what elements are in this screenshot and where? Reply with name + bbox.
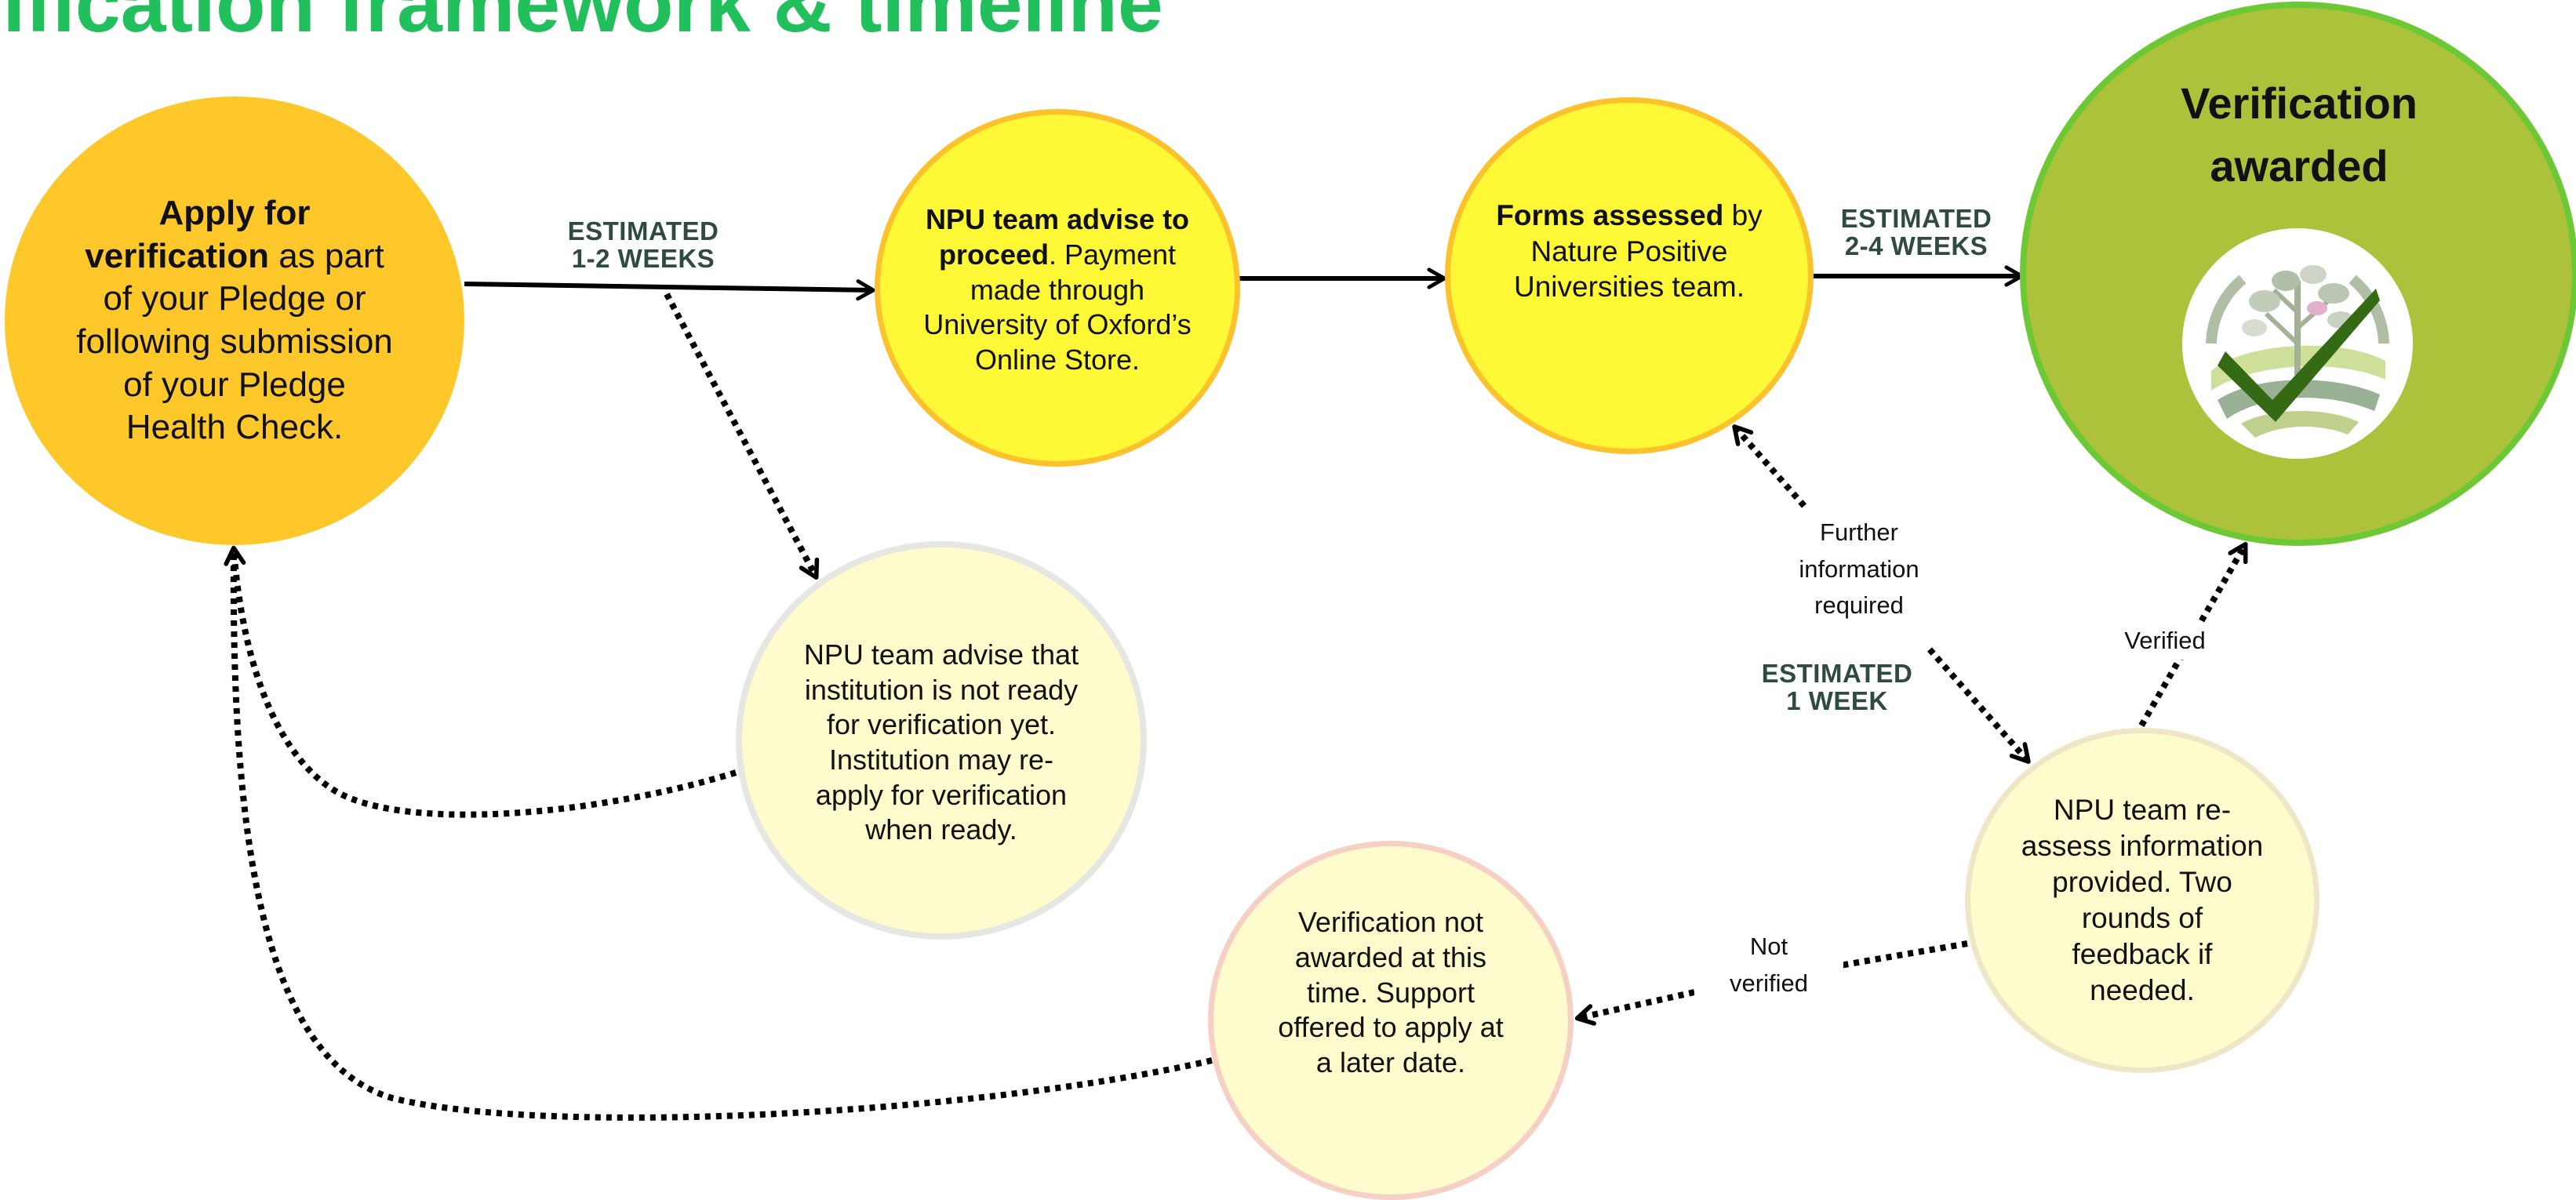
text-line-regular: Universities team. (1513, 271, 1745, 304)
arrow-to-not-ready (664, 293, 820, 580)
text-line-regular: feedback if (2072, 937, 2213, 970)
awarded-title-line-2: awarded (2210, 140, 2389, 191)
text-line-regular: needed. (2090, 973, 2195, 1006)
page-title: erification framework & timeline (0, 0, 1163, 49)
text-line-regular: Nature Positive (1530, 235, 1728, 267)
text-line-regular: awarded at this (1294, 941, 1487, 974)
text-line: NPU team advise to (923, 202, 1191, 238)
text-line-regular: Institution may re- (828, 744, 1054, 776)
text-line-bold: proceed (938, 238, 1049, 271)
arrow-further-info-to-forms (1732, 424, 1807, 508)
text-line: time. Support (1278, 976, 1504, 1011)
text-line: of your Pledge or (76, 278, 393, 321)
text-line: rounds of (2021, 900, 2263, 936)
text-line: Forms assessed by (1496, 198, 1762, 234)
text-line: a later date. (1278, 1045, 1504, 1081)
text-line: offered to apply at (1278, 1010, 1504, 1045)
arrow-not-verified-to-not-awarded (1574, 989, 1695, 1026)
text-line: Nature Positive (1496, 234, 1762, 270)
text-line: needed. (2021, 973, 2263, 1009)
text-line-regular: . Payment (1048, 238, 1177, 271)
text-line-regular: time. Support (1306, 976, 1475, 1009)
text-line-bold: Forms assessed (1496, 198, 1724, 231)
arrow-further-info-to-reassess (1927, 647, 2031, 764)
text-line: NPU team re- (2021, 792, 2263, 828)
text-line: of your Pledge (76, 364, 393, 407)
text-line: proceed. Payment (923, 238, 1191, 273)
text-line: NPU team advise that (804, 638, 1079, 673)
text-line: feedback if (2021, 936, 2263, 973)
arrow-apply-to-advise (464, 279, 875, 301)
arrow-not-awarded-to-apply (230, 548, 1213, 1121)
node-awarded-title: Verification awarded (2026, 72, 2572, 197)
text-line: Universities team. (1496, 269, 1762, 305)
text-line-bold: verification (85, 236, 269, 275)
verified-tree-check-icon (2182, 228, 2413, 459)
text-line-regular: of your Pledge (123, 365, 346, 404)
text-line: University of Oxford’s (923, 307, 1191, 343)
text-line: apply for verification (804, 778, 1079, 813)
text-line: Verification not (1278, 905, 1504, 940)
text-line: made through (923, 273, 1191, 308)
text-line-regular: provided. Two (2052, 866, 2232, 899)
text-line: verification as part (76, 235, 393, 278)
node-awarded: Verification awarded (2020, 2, 2576, 546)
text-line-regular: institution is not ready (804, 673, 1079, 706)
text-line-regular: NPU team advise that (803, 638, 1079, 671)
text-line-regular: by (1723, 198, 1763, 231)
text-line-regular: apply for verification (815, 778, 1068, 811)
text-line: Online Store. (923, 343, 1191, 378)
arrow-not-ready-to-apply (224, 545, 737, 818)
text-line-regular: when ready. (865, 813, 1017, 846)
text-line: assess information (2021, 828, 2263, 864)
text-line-bold: Apply for (158, 194, 311, 233)
text-line: provided. Two (2021, 864, 2263, 900)
arrow-reassess-to-not-verified-label (1835, 940, 1968, 969)
text-line: Institution may re- (804, 743, 1079, 778)
text-line-regular: Online Store. (974, 343, 1141, 376)
text-line-regular: a later date. (1315, 1045, 1466, 1078)
text-line-regular: University of Oxford’s (923, 308, 1192, 341)
text-line: following submission (76, 321, 393, 364)
text-line-regular: Health Check. (126, 408, 344, 447)
text-line-regular: for verification yet. (826, 708, 1057, 741)
text-line-regular: following submission (76, 322, 393, 361)
text-line-regular: of your Pledge or (103, 279, 366, 318)
text-line-regular: rounds of (2081, 902, 2203, 934)
text-line: institution is not ready (804, 673, 1079, 708)
text-line-bold: NPU team advise to (925, 203, 1190, 236)
text-line: Health Check. (76, 406, 393, 449)
label-verified: Verified (2102, 623, 2228, 660)
text-line: when ready. (804, 813, 1079, 848)
text-line-regular: offered to apply at (1278, 1011, 1504, 1044)
text-line-regular: as part (269, 236, 384, 275)
awarded-title-line-1: Verification (2181, 78, 2418, 128)
text-line-regular: assess information (2021, 830, 2264, 863)
text-line: Apply for (76, 192, 393, 235)
text-line: for verification yet. (804, 707, 1079, 743)
text-line: awarded at this (1278, 940, 1504, 976)
text-line-regular: made through (970, 273, 1145, 306)
text-line-regular: NPU team re- (2053, 794, 2232, 827)
text-line-regular: Verification not (1297, 906, 1484, 939)
